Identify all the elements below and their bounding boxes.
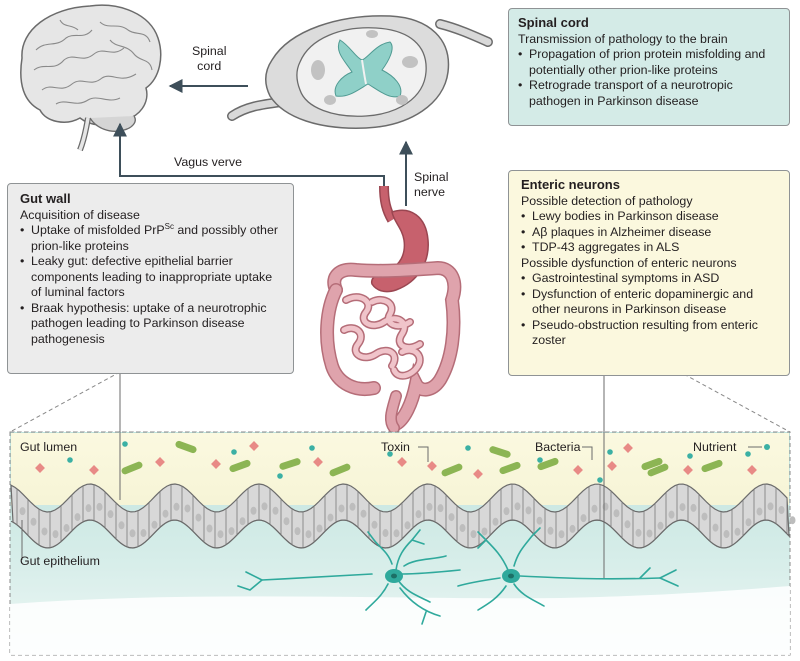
list-item: Uptake of misfolded PrPSc and possibly o…	[20, 222, 281, 254]
toxin-mark	[623, 443, 633, 453]
nutrient-mark	[277, 473, 283, 479]
bacteria-mark	[647, 463, 669, 477]
bacteria-mark	[441, 463, 463, 477]
gut-wall-box-subtitle: Acquisition of disease	[20, 207, 140, 222]
nutrient-mark	[607, 449, 613, 455]
enteric-neurons-box-list-2: Gastrointestinal symptoms in ASD Dysfunc…	[521, 271, 777, 349]
toxin-mark	[155, 457, 165, 467]
zoom-outline	[9, 371, 791, 433]
toxin-mark	[397, 457, 407, 467]
bacteria-mark	[121, 461, 143, 475]
list-item: Retrograde transport of a neurotropic pa…	[518, 78, 780, 109]
toxin-mark	[747, 465, 757, 475]
spinal-cord-section	[227, 15, 493, 129]
toxin-mark	[313, 457, 323, 467]
list-item: Leaky gut: defective epithelial barrier …	[20, 254, 281, 301]
list-item: Gastrointestinal symptoms in ASD	[521, 271, 777, 287]
gut-lumen-label: Gut lumen	[20, 440, 78, 454]
enteric-neurons-box-subtitle-1: Possible detection of pathology	[521, 193, 693, 208]
gut-epithelium-label: Gut epithelium	[20, 554, 100, 568]
gi-tract	[320, 185, 462, 434]
arrows	[113, 79, 413, 206]
nutrient-mark	[465, 445, 471, 451]
list-item: Pseudo-obstruction resulting from enteri…	[521, 318, 777, 349]
nutrient-mark	[309, 445, 315, 451]
bacteria-mark	[499, 461, 521, 475]
toxin-mark	[211, 459, 221, 469]
bacteria-mark	[489, 446, 511, 458]
toxin-label: Toxin	[381, 440, 410, 454]
toxin-mark	[573, 465, 583, 475]
bacteria-mark	[279, 458, 301, 470]
enteric-neurons-box: Enteric neurons Possible detection of pa…	[508, 170, 790, 376]
list-item: Aβ plaques in Alzheimer disease	[521, 225, 777, 241]
bacteria-mark	[175, 440, 197, 454]
enteric-neurons-box-list-1: Lewy bodies in Parkinson disease Aβ plaq…	[521, 209, 777, 256]
toxin-mark	[607, 461, 617, 471]
enteric-neuron-left	[237, 529, 461, 625]
spinal-cord-box: Spinal cord Transmission of pathology to…	[508, 8, 790, 126]
bacteria-mark	[701, 459, 723, 473]
spinal-cord-box-subtitle: Transmission of pathology to the brain	[518, 31, 728, 46]
toxin-mark	[427, 461, 437, 471]
toxin-mark	[249, 441, 259, 451]
list-item: Braak hypothesis: uptake of a neurotroph…	[20, 301, 281, 348]
bacteria-mark	[229, 459, 251, 473]
vagus-nerve-label: Vagus verve	[174, 155, 242, 169]
nutrient-mark	[597, 477, 603, 483]
nutrient-mark	[387, 451, 393, 457]
enteric-neurons-box-title: Enteric neurons	[521, 177, 620, 192]
nutrient-mark	[67, 457, 73, 463]
enteric-neurons-box-subtitle-2: Possible dysfunction of enteric neurons	[521, 255, 737, 270]
toxin-mark	[473, 469, 483, 479]
list-item: TDP-43 aggregates in ALS	[521, 240, 777, 256]
spinal-cord-box-title: Spinal cord	[518, 15, 589, 30]
spinal-cord-box-list: Propagation of prion protein misfolding …	[518, 47, 780, 109]
list-item: Dysfunction of enteric dopaminergic and …	[521, 287, 777, 318]
gut-wall-box-list: Uptake of misfolded PrPSc and possibly o…	[20, 222, 281, 348]
toxin-mark	[683, 465, 693, 475]
list-item: Propagation of prion protein misfolding …	[518, 47, 780, 78]
bacteria-mark	[641, 457, 663, 471]
nutrient-mark	[687, 453, 693, 459]
spinal-cord-arrow-label: Spinal cord	[192, 44, 227, 73]
gut-wall-panel	[9, 374, 796, 656]
gut-wall-box: Gut wall Acquisition of disease Uptake o…	[7, 183, 294, 374]
bacteria-label: Bacteria	[535, 440, 581, 454]
enteric-neuron-right	[457, 527, 679, 611]
bacteria-mark	[329, 463, 351, 477]
nutrient-mark	[231, 449, 237, 455]
nutrient-mark	[745, 451, 751, 457]
nutrient-mark	[122, 441, 128, 447]
gut-wall-box-title: Gut wall	[20, 191, 71, 206]
nutrient-mark	[537, 457, 543, 463]
brain	[20, 4, 162, 152]
vagus-arrow	[113, 122, 385, 188]
bacteria-mark	[537, 457, 559, 471]
spinal-nerve-label: Spinal nerve	[414, 170, 449, 199]
list-item: Lewy bodies in Parkinson disease	[521, 209, 777, 225]
nutrient-label: Nutrient	[693, 440, 737, 454]
